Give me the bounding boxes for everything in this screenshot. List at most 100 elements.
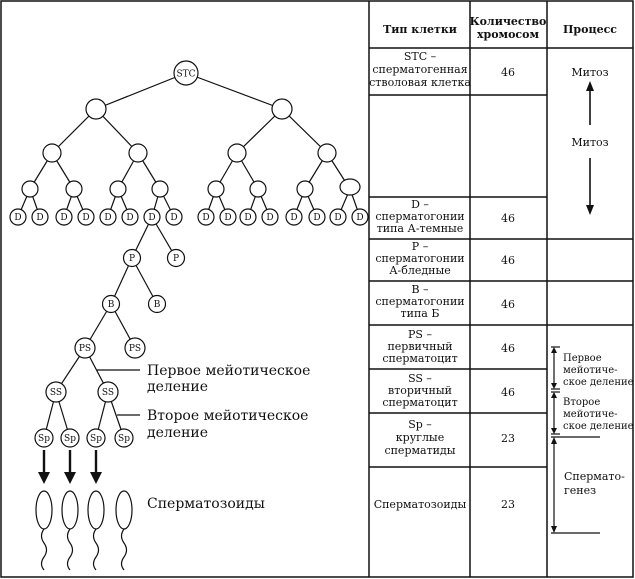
node-ps-label: PS bbox=[129, 344, 141, 354]
process-mitosis-top: Митоз bbox=[571, 66, 608, 79]
node-d: D bbox=[197, 208, 215, 226]
meiosis2-label-line2: деление bbox=[147, 425, 208, 441]
node-d-label: D bbox=[148, 213, 155, 223]
node-d-label: D bbox=[202, 213, 209, 223]
node-ps: PS bbox=[124, 337, 146, 359]
node-d: D bbox=[77, 208, 95, 226]
node-d: D bbox=[239, 208, 257, 226]
d-row: D D D D D D D D D D D D D D D D bbox=[9, 208, 369, 226]
node-ss: SS bbox=[45, 381, 67, 403]
plain-nodes bbox=[21, 98, 361, 198]
row-sp-count: 23 bbox=[501, 432, 515, 445]
spermiogenesis-bracket bbox=[551, 436, 600, 534]
row-ss-type-line2: вторичный bbox=[388, 384, 452, 397]
row-spermatozoa-type: Сперматозоиды bbox=[374, 498, 467, 511]
meiosis1-label-line2: деление bbox=[147, 379, 208, 395]
process-meiosis2-line2: мейотиче- bbox=[563, 409, 618, 420]
row-d-type-line3: типа А-темные bbox=[377, 222, 464, 235]
node-d-label: D bbox=[104, 213, 111, 223]
row-p-type-line1: P – bbox=[412, 240, 429, 253]
node-d: D bbox=[143, 208, 161, 226]
table-grid bbox=[368, 1, 633, 577]
node-d: D bbox=[9, 208, 27, 226]
node-d: D bbox=[329, 208, 347, 226]
node-sp: Sp bbox=[114, 428, 134, 448]
cell-table: Тип клетки Количество хромосом Процесс S… bbox=[368, 1, 634, 577]
row-stc-count: 46 bbox=[501, 66, 515, 79]
meiosis2-bracket bbox=[551, 391, 560, 435]
node-d-label: D bbox=[14, 213, 21, 223]
header-process: Процесс bbox=[563, 23, 617, 36]
process-mitosis-mid: Митоз bbox=[571, 136, 608, 149]
meiosis2-label-line1: Второе мейотическое bbox=[147, 408, 308, 424]
node-d-label: D bbox=[170, 213, 177, 223]
node-d-label: D bbox=[313, 213, 320, 223]
row-d-type-line2: сперматогонии bbox=[375, 210, 464, 223]
meiosis1-label-line1: Первое мейотическое bbox=[147, 363, 310, 379]
row-sp-type-line2: круглые bbox=[396, 431, 444, 444]
node-d-label: D bbox=[126, 213, 133, 223]
node-ss-label: SS bbox=[102, 388, 114, 398]
row-p-type-line2: сперматогонии bbox=[375, 252, 464, 265]
process-meiosis2-line1: Второе bbox=[563, 397, 600, 408]
node-ss: SS bbox=[97, 381, 119, 403]
node-sp-label: Sp bbox=[90, 434, 102, 444]
node-sp: Sp bbox=[60, 428, 80, 448]
row-ss-type-line3: сперматоцит bbox=[382, 396, 457, 409]
row-ps-count: 46 bbox=[501, 342, 515, 355]
process-spermiogenesis-line2: генез bbox=[564, 484, 596, 497]
row-b-type-line3: типа Б bbox=[401, 307, 440, 320]
node-p-label: P bbox=[129, 254, 135, 264]
process-spermiogenesis-line1: Спермато- bbox=[564, 470, 625, 483]
node-d: D bbox=[285, 208, 303, 226]
node-d-label: D bbox=[82, 213, 89, 223]
row-stc-type-line2: сперматогенная bbox=[372, 63, 467, 76]
process-meiosis1-line2: мейотиче- bbox=[563, 365, 618, 376]
node-d: D bbox=[55, 208, 73, 226]
node-p: P bbox=[166, 248, 186, 268]
row-b-type-line2: сперматогонии bbox=[375, 295, 464, 308]
process-meiosis1-line1: Первое bbox=[563, 353, 602, 364]
node-p-label: P bbox=[173, 254, 179, 264]
process-meiosis1-line3: ское деление bbox=[563, 377, 634, 388]
node-sp: Sp bbox=[34, 428, 54, 448]
node-d: D bbox=[31, 208, 49, 226]
node-stc-label: STC bbox=[176, 70, 195, 80]
node-d: D bbox=[165, 208, 183, 226]
row-ps-type-line3: сперматоцит bbox=[382, 352, 457, 365]
row-spermatozoa-count: 23 bbox=[501, 498, 515, 511]
node-sp: Sp bbox=[86, 428, 106, 448]
node-d: D bbox=[219, 208, 237, 226]
node-d-label: D bbox=[334, 213, 341, 223]
row-p-count: 46 bbox=[501, 254, 515, 267]
spermatozoon bbox=[61, 490, 79, 571]
row-stc-type-line1: STC – bbox=[404, 50, 437, 63]
row-b-type-line1: B – bbox=[411, 283, 429, 296]
spermatozoa bbox=[35, 490, 133, 571]
row-sp-type-line1: Sp – bbox=[408, 418, 432, 431]
node-d-label: D bbox=[290, 213, 297, 223]
spermatozoon bbox=[115, 490, 133, 571]
row-sp-type-line3: сперматиды bbox=[384, 444, 455, 457]
mitosis-double-arrow bbox=[586, 81, 594, 215]
header-chromosomes-line2: хромосом bbox=[477, 28, 540, 41]
process-meiosis2-line3: ское деление bbox=[563, 421, 634, 432]
row-stc-type-line3: стволовая клетка bbox=[369, 76, 471, 89]
node-d-label: D bbox=[224, 213, 231, 223]
node-sp-label: Sp bbox=[64, 434, 76, 444]
node-b-label: B bbox=[108, 300, 115, 310]
spermatozoa-label: Сперматозоиды bbox=[147, 496, 265, 512]
node-b-label: B bbox=[154, 300, 161, 310]
row-d-count: 46 bbox=[501, 212, 515, 225]
node-ps: PS bbox=[74, 337, 96, 359]
node-d: D bbox=[99, 208, 117, 226]
node-d: D bbox=[261, 208, 279, 226]
row-ps-type-line1: PS – bbox=[408, 328, 432, 341]
row-ss-count: 46 bbox=[501, 386, 515, 399]
header-chromosomes-line1: Количество bbox=[470, 15, 547, 28]
node-b: B bbox=[147, 294, 167, 314]
row-d-type-line1: D – bbox=[411, 198, 429, 211]
row-ss-type-line1: SS – bbox=[408, 372, 432, 385]
